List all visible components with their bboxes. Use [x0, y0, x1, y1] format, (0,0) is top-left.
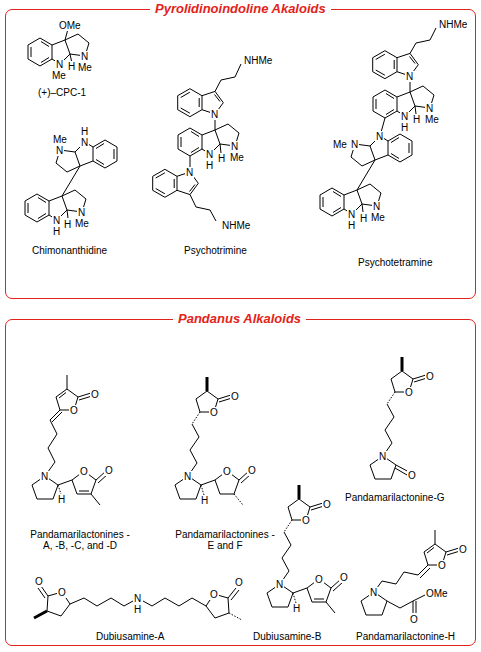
atom-label: N	[230, 141, 239, 152]
atom-label: Me	[424, 114, 440, 125]
box-heading: Pyrolidinoindoline Akaloids	[150, 1, 331, 16]
atom-label: O	[247, 465, 257, 476]
atom-label: N	[400, 111, 409, 122]
atom-label: O	[322, 499, 332, 510]
atom-label: O	[79, 466, 89, 477]
atom-label: H	[292, 603, 301, 614]
atom-label: NHMe	[243, 55, 273, 66]
atom-label: N	[425, 103, 434, 114]
atom-label: OMe	[58, 20, 82, 31]
atom-label: O	[90, 389, 100, 400]
atom-label: O	[407, 470, 417, 481]
atom-label: Me	[229, 152, 245, 163]
atom-label: H	[400, 122, 409, 133]
atom-label: N	[183, 471, 192, 482]
atom-label: O	[409, 614, 419, 625]
atom-label: N	[378, 451, 387, 462]
compound-name: Psychotetramine	[357, 257, 433, 268]
box-heading: Pandanus Alkaloids	[173, 311, 306, 326]
atom-label: H	[200, 495, 209, 506]
atom-label: N	[350, 139, 359, 150]
atom-label: NHMe	[438, 19, 468, 30]
atom-label: N	[205, 149, 214, 160]
atom-label: O	[425, 371, 435, 382]
atom-label: N	[133, 593, 142, 604]
atom-label: H	[217, 153, 226, 164]
atom-label: N	[55, 145, 64, 156]
atom-label: O	[104, 465, 114, 476]
atom-label: N	[347, 209, 356, 220]
atom-label: O	[404, 387, 414, 398]
atom-label: O	[458, 544, 468, 555]
atom-label: N	[185, 167, 194, 178]
group-box: Pandanus Alkaloids	[5, 319, 476, 646]
atom-label: O	[209, 589, 219, 600]
atom-label: O	[209, 407, 219, 418]
atom-label: N	[40, 471, 49, 482]
atom-label: OMe	[425, 588, 449, 599]
atom-label: N	[372, 201, 381, 212]
compound-name: Pandamarilactonine-H	[355, 631, 456, 642]
compound-name: Chimonanthidine	[31, 245, 108, 256]
atom-label: Me	[332, 139, 348, 150]
atom-label: N	[405, 71, 414, 82]
compound-name: Psychotrimine	[183, 245, 248, 256]
atom-label: H	[359, 213, 368, 224]
atom-label: N	[275, 579, 284, 590]
compound-name: (+)–CPC-1	[37, 87, 87, 98]
atom-label: N	[80, 51, 89, 62]
atom-label: O	[437, 560, 447, 571]
compound-name: Dubiusamine-B	[252, 631, 322, 642]
atom-label: H	[52, 226, 61, 237]
compound-name: Pandamarilactonines -A, -B, -C, and -D	[28, 529, 132, 551]
atom-label: O	[69, 405, 79, 416]
atom-label: Me	[52, 134, 68, 145]
atom-label: N	[375, 131, 384, 142]
atom-label: O	[314, 574, 324, 585]
atom-label: H	[57, 494, 66, 505]
atom-label: H	[63, 219, 72, 230]
atom-label: H	[205, 160, 214, 171]
atom-label: N	[52, 215, 61, 226]
atom-label: O	[230, 391, 240, 402]
atom-label: N	[369, 587, 378, 598]
atom-label: Me	[77, 62, 93, 73]
atom-label: H	[80, 126, 89, 137]
atom-label: O	[57, 587, 67, 598]
atom-label: N	[210, 109, 219, 120]
atom-label: O	[339, 572, 349, 583]
compound-name: Dubiusamine-A	[95, 631, 165, 642]
atom-label: N	[80, 137, 89, 148]
atom-label: O	[234, 577, 244, 588]
atom-label: H	[347, 220, 356, 231]
compound-name: Pandamarilactonines -E and F	[173, 529, 277, 551]
atom-label: Me	[74, 218, 90, 229]
atom-label: Me	[51, 70, 67, 81]
atom-label: Me	[370, 212, 386, 223]
atom-label: N	[55, 59, 64, 70]
atom-label: O	[34, 576, 44, 587]
atom-label: N	[77, 207, 86, 218]
atom-label: H	[67, 61, 76, 72]
compound-name: Pandamarilactonine-G	[344, 492, 446, 503]
atom-label: NHMe	[221, 220, 251, 231]
atom-label: O	[301, 515, 311, 526]
atom-label: H	[412, 114, 421, 125]
atom-label: O	[222, 466, 232, 477]
atom-label: H	[133, 604, 142, 615]
